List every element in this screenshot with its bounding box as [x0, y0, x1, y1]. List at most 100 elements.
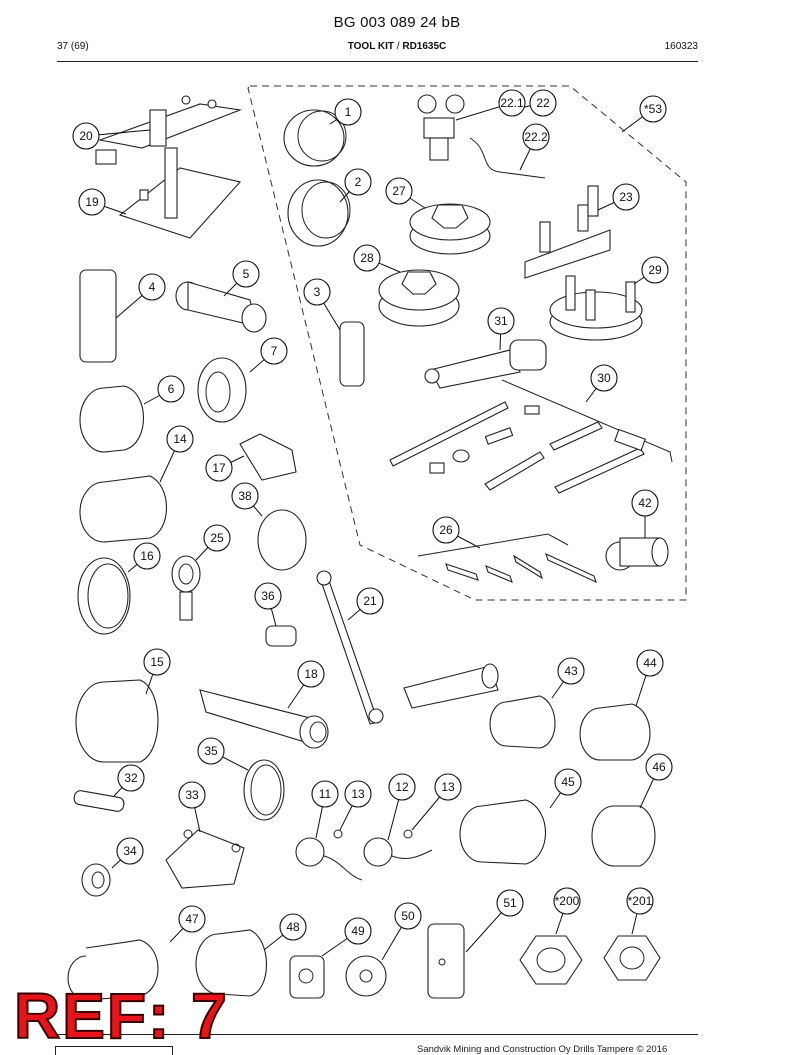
callout-22-1: 22.1 — [455, 89, 526, 121]
callout-bubble — [311, 780, 339, 808]
callout-42: 42 — [631, 489, 659, 538]
callout-label: 44 — [643, 656, 657, 670]
callout-label: 32 — [124, 771, 138, 785]
callout-bubble — [645, 753, 673, 781]
part-split-ring-46 — [591, 805, 656, 867]
title-kit: TOOL KIT — [347, 41, 395, 52]
part-bushing-42 — [605, 537, 669, 571]
callout-26: 26 — [432, 516, 481, 549]
callout-label: 16 — [140, 549, 154, 563]
callout-label: 3 — [314, 285, 321, 299]
callout-label: 38 — [238, 489, 252, 503]
part-housing-45 — [459, 799, 546, 865]
callout-label: 28 — [360, 251, 374, 265]
document-date: 160323 — [664, 41, 698, 52]
callout-label: 1 — [345, 105, 352, 119]
callout-bubble — [522, 123, 550, 151]
callout-1: 1 — [329, 98, 362, 126]
callout-bubble — [133, 542, 161, 570]
callout-label: 25 — [210, 531, 224, 545]
callout-label: 31 — [494, 314, 508, 328]
part-plate-28 — [378, 269, 460, 327]
callout-38: 38 — [231, 482, 263, 517]
part-shaft-5 — [175, 281, 267, 333]
callout-label: 14 — [173, 432, 187, 446]
part-rod-21 — [316, 570, 384, 725]
part-plug-38 — [257, 509, 307, 571]
callout-bubble — [553, 887, 581, 915]
callout-13b: 13 — [411, 773, 462, 831]
callout-bubble — [496, 889, 524, 917]
callout-label: 5 — [243, 267, 250, 281]
callout-bubble — [590, 364, 618, 392]
callout-bubble — [434, 773, 462, 801]
callout-bubble — [72, 122, 100, 150]
callout-bubble — [487, 307, 515, 335]
part-plate-29 — [549, 275, 643, 341]
callout-bubble — [232, 260, 260, 288]
callout-4: 4 — [115, 273, 166, 319]
callout-label: 22.1 — [500, 96, 524, 110]
ref-stamp: REF: 7 — [13, 980, 229, 1052]
callout-bubble — [639, 95, 667, 123]
callout-bubble — [231, 482, 259, 510]
callout-label: 35 — [204, 744, 218, 758]
callout-23: 23 — [597, 183, 640, 211]
callout-bubble — [197, 737, 225, 765]
callout-5: 5 — [223, 260, 260, 297]
callout-label: 22.2 — [524, 130, 548, 144]
callout-bubble — [178, 781, 206, 809]
company-logo — [55, 1046, 173, 1055]
part-cup-47 — [67, 939, 159, 1001]
part-ring-44 — [579, 703, 651, 761]
callout-label: 15 — [150, 655, 164, 669]
callout-bubble — [529, 89, 557, 117]
part-block-4 — [79, 269, 117, 363]
callout-bubble — [641, 256, 669, 284]
callout-label: 13 — [441, 780, 455, 794]
part-regulator — [417, 94, 546, 179]
callout-27: 27 — [385, 177, 426, 209]
part-tools-30 — [389, 379, 673, 494]
part-lifting-nut-201 — [603, 935, 661, 981]
callout-bubble — [626, 887, 654, 915]
part-seal-35 — [243, 759, 285, 821]
callout-label: 11 — [319, 787, 332, 801]
callout-bubble — [388, 773, 416, 801]
callout-bubble — [498, 89, 526, 117]
page-number: 37 (69) — [57, 41, 89, 52]
callout-bubble — [205, 454, 233, 482]
callout-label: *200 — [555, 894, 580, 908]
part-picks-26 — [417, 533, 597, 584]
callout-label: 23 — [619, 190, 633, 204]
part-stand — [95, 95, 243, 239]
callout-bubble — [612, 183, 640, 211]
callout-13a: 13 — [339, 780, 372, 831]
part-lifting-nut-200 — [519, 935, 583, 985]
callout-25: 25 — [195, 524, 231, 561]
callout-bubble — [279, 913, 307, 941]
callout-bubble — [636, 649, 664, 677]
callout-bubble — [203, 524, 231, 552]
part-flange-33 — [165, 829, 245, 889]
callout-14: 14 — [159, 425, 194, 483]
callout-50: 50 — [381, 902, 422, 961]
callout-label: 29 — [648, 263, 662, 277]
callout-12: 12 — [387, 773, 416, 841]
callout-label: 50 — [401, 909, 415, 923]
callout-31: 31 — [487, 307, 515, 351]
part-cup-6 — [79, 385, 144, 453]
part-nut-36 — [265, 625, 297, 647]
callout-label: 13 — [351, 787, 365, 801]
part-ring-7 — [197, 357, 247, 423]
callout-19: 19 — [78, 188, 127, 216]
part-shaft-31 — [424, 339, 547, 389]
footer-rule — [57, 1034, 698, 1035]
callout-label: 19 — [85, 195, 99, 209]
callout-label: 21 — [363, 594, 377, 608]
callout-36: 36 — [254, 582, 282, 627]
callout-label: 30 — [597, 371, 611, 385]
callout-label: *201 — [628, 894, 653, 908]
callout-bubble — [297, 660, 325, 688]
callout-bubble — [631, 489, 659, 517]
